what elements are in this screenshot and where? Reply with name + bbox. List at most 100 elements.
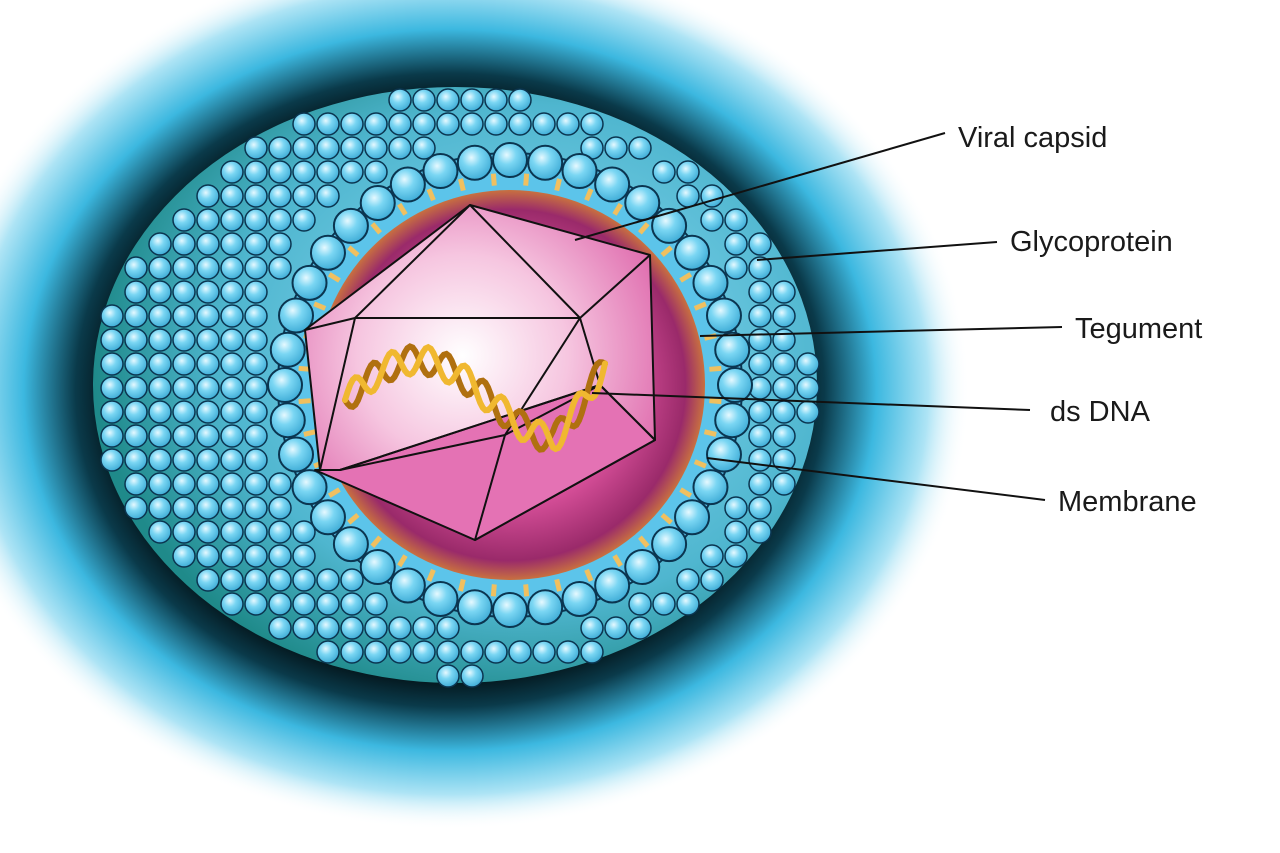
glycoprotein-bead bbox=[292, 616, 316, 640]
glycoprotein-bead bbox=[148, 256, 172, 280]
membrane-bead bbox=[269, 331, 306, 368]
label-membrane: Membrane bbox=[1058, 486, 1197, 518]
glycoprotein-bead bbox=[244, 592, 268, 616]
glycoprotein-bead bbox=[244, 568, 268, 592]
membrane-bead bbox=[267, 367, 303, 403]
membrane-link bbox=[612, 202, 623, 216]
membrane-bead bbox=[714, 402, 751, 439]
glycoprotein-bead bbox=[748, 400, 772, 424]
glycoprotein-bead bbox=[172, 496, 196, 520]
glycoprotein-bead bbox=[196, 496, 220, 520]
glycoprotein-bead bbox=[220, 328, 244, 352]
glycoprotein-bead bbox=[292, 208, 316, 232]
glycoprotein-bead bbox=[124, 424, 148, 448]
glycoprotein-bead bbox=[100, 352, 124, 376]
membrane-link bbox=[637, 535, 650, 548]
membrane-bead bbox=[332, 526, 369, 563]
glycoprotein-bead bbox=[100, 424, 124, 448]
glycoprotein-bead bbox=[772, 304, 796, 328]
glycoprotein-bead bbox=[220, 448, 244, 472]
glycoprotein-bead bbox=[412, 88, 436, 112]
glycoprotein-bead bbox=[220, 472, 244, 496]
glycoprotein-bead bbox=[220, 400, 244, 424]
glycoprotein-bead bbox=[100, 304, 124, 328]
glycoprotein-bead bbox=[532, 112, 556, 136]
glycoprotein-bead bbox=[196, 520, 220, 544]
glycoprotein-bead bbox=[196, 256, 220, 280]
membrane-link bbox=[554, 178, 562, 192]
glycoprotein-bead bbox=[340, 568, 364, 592]
glycoprotein-bead bbox=[364, 616, 388, 640]
membrane-bead bbox=[492, 592, 528, 628]
glycoprotein-bead bbox=[412, 136, 436, 160]
leader-line-ds-dna bbox=[591, 392, 1031, 411]
label-ds-dna: ds DNA bbox=[1050, 396, 1150, 428]
glycoprotein-bead bbox=[556, 640, 580, 664]
glycoprotein-bead bbox=[220, 544, 244, 568]
glycoprotein-bead bbox=[244, 280, 268, 304]
glycoprotein-bead bbox=[148, 520, 172, 544]
glycoprotein-bead bbox=[220, 232, 244, 256]
glycoprotein-bead bbox=[220, 424, 244, 448]
glycoprotein-bead bbox=[220, 208, 244, 232]
glycoprotein-bead bbox=[172, 448, 196, 472]
glycoprotein-bead bbox=[148, 376, 172, 400]
glycoprotein-bead bbox=[388, 136, 412, 160]
glycoprotein-bead bbox=[148, 232, 172, 256]
glycoprotein-bead bbox=[148, 304, 172, 328]
glycoprotein-bead bbox=[220, 160, 244, 184]
membrane-bead bbox=[291, 469, 328, 506]
membrane-bead bbox=[278, 436, 315, 473]
glycoprotein-bead bbox=[220, 520, 244, 544]
leader-line-viral-capsid bbox=[574, 132, 946, 241]
glycoprotein-bead bbox=[364, 592, 388, 616]
membrane-link bbox=[347, 512, 360, 525]
membrane-link bbox=[370, 535, 383, 548]
glycoprotein-bead bbox=[316, 592, 340, 616]
glycoprotein-bead bbox=[484, 112, 508, 136]
glycoprotein-bead bbox=[244, 136, 268, 160]
glycoprotein-bead bbox=[244, 448, 268, 472]
glycoprotein-bead bbox=[796, 400, 820, 424]
glycoprotein-bead bbox=[364, 160, 388, 184]
glycoprotein-bead bbox=[172, 208, 196, 232]
glycoprotein-bead bbox=[316, 160, 340, 184]
glycoprotein-bead bbox=[460, 664, 484, 688]
glycoprotein-bead bbox=[292, 568, 316, 592]
label-tegument: Tegument bbox=[1075, 313, 1203, 345]
glycoprotein-bead bbox=[268, 184, 292, 208]
glycoprotein-bead bbox=[292, 520, 316, 544]
membrane-link bbox=[397, 202, 408, 216]
glycoprotein-bead bbox=[244, 160, 268, 184]
glycoprotein-bead bbox=[796, 352, 820, 376]
glycoprotein-bead bbox=[316, 616, 340, 640]
membrane-link bbox=[370, 222, 383, 235]
glycoprotein-bead bbox=[172, 472, 196, 496]
glycoprotein-bead bbox=[268, 568, 292, 592]
glycoprotein-bead bbox=[340, 640, 364, 664]
glycoprotein-bead bbox=[676, 160, 700, 184]
membrane-bead bbox=[456, 589, 493, 626]
glycoprotein-bead bbox=[172, 304, 196, 328]
glycoprotein-bead bbox=[340, 112, 364, 136]
membrane-bead bbox=[714, 331, 751, 368]
membrane-bead bbox=[527, 589, 564, 626]
glycoprotein-bead bbox=[268, 232, 292, 256]
glycoprotein-bead bbox=[196, 376, 220, 400]
membrane-beads bbox=[267, 142, 753, 628]
membrane-bead bbox=[692, 469, 729, 506]
glycoprotein-bead bbox=[292, 136, 316, 160]
membrane-link bbox=[298, 398, 311, 405]
glycoprotein-bead bbox=[436, 112, 460, 136]
glycoprotein-bead bbox=[724, 232, 748, 256]
glycoprotein-bead bbox=[340, 136, 364, 160]
glycoprotein-bead bbox=[268, 496, 292, 520]
glycoprotein-bead bbox=[100, 400, 124, 424]
glycoprotein-bead bbox=[580, 640, 604, 664]
glycoprotein-bead bbox=[124, 280, 148, 304]
glycoprotein-bead bbox=[220, 592, 244, 616]
glycoprotein-bead bbox=[508, 112, 532, 136]
glycoprotein-bead bbox=[100, 376, 124, 400]
membrane-link bbox=[327, 487, 341, 498]
glycoprotein-bead bbox=[628, 592, 652, 616]
